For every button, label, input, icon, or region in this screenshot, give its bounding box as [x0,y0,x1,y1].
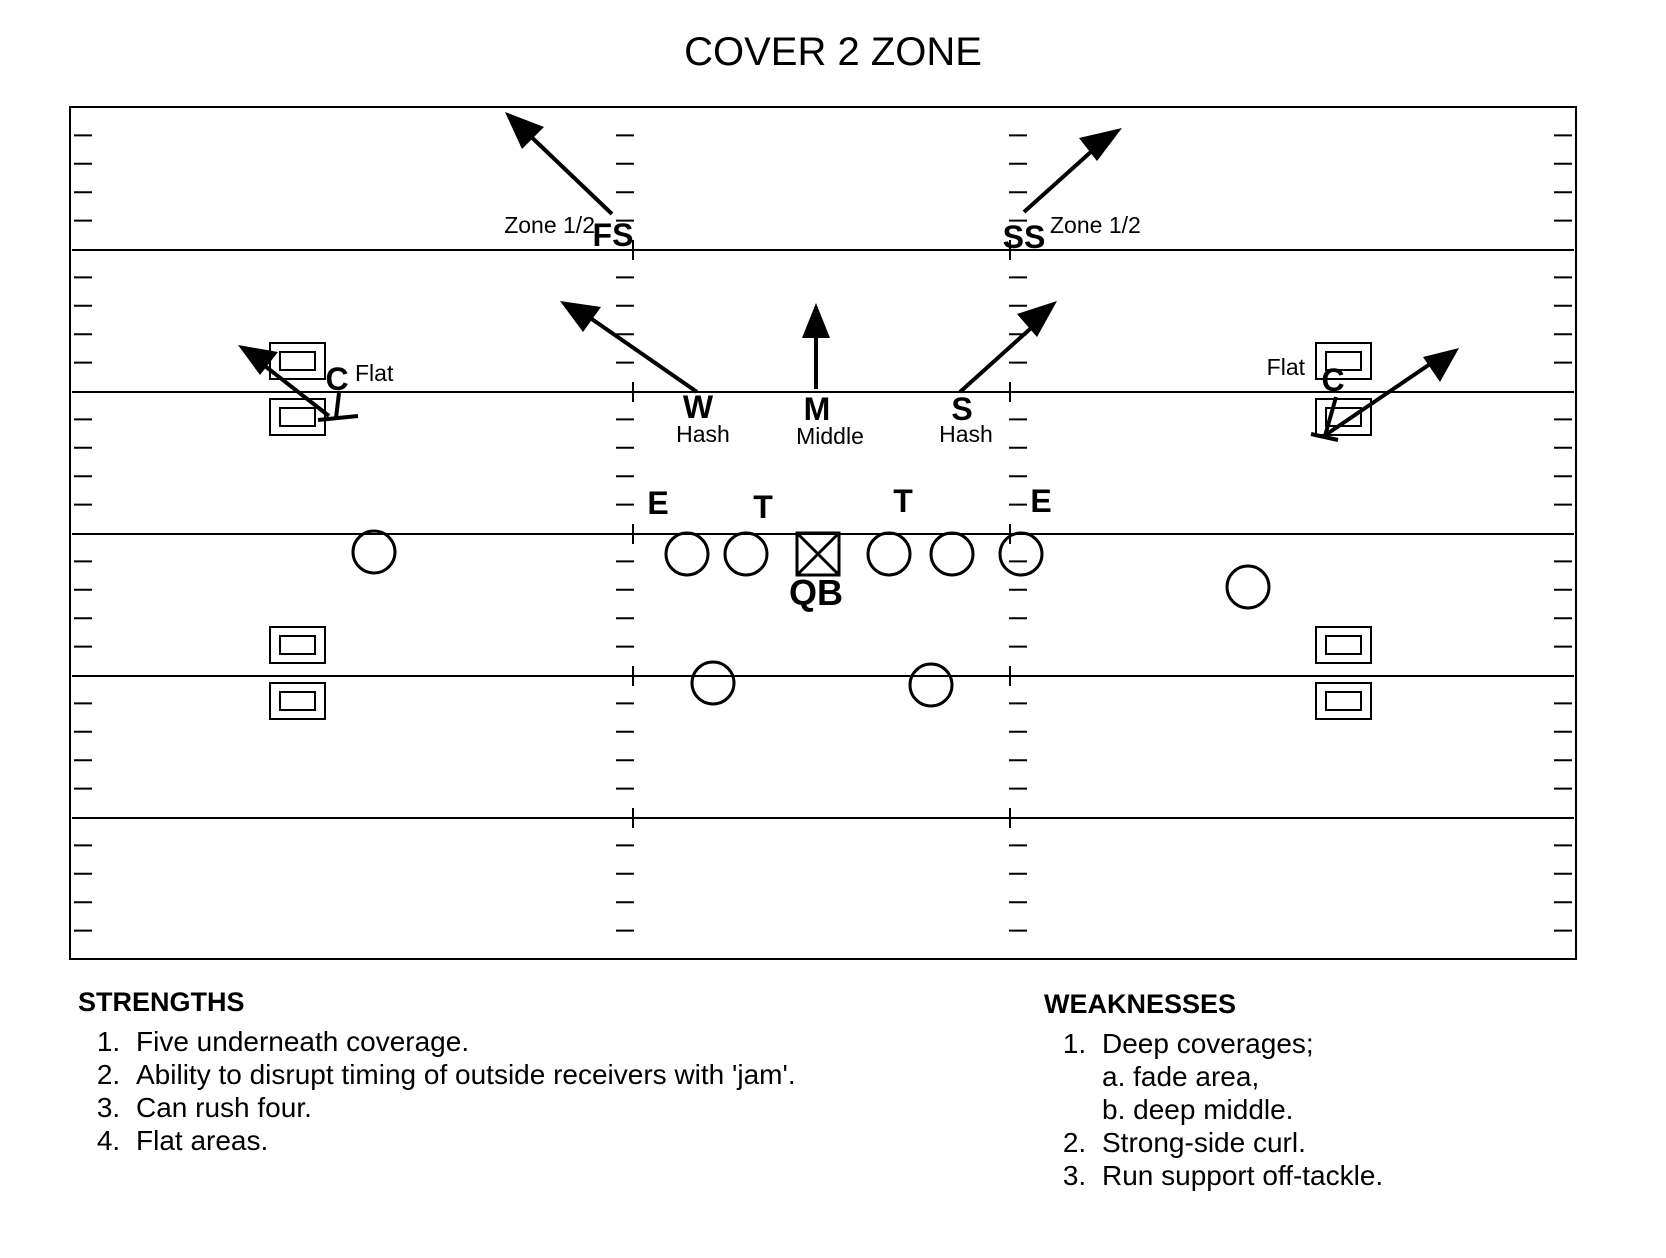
strengths-list: Five underneath coverage. Ability to dis… [78,1025,978,1157]
zone-label-s: Hash [939,421,993,447]
offensive-players [351,529,1271,708]
strength-item: Five underneath coverage. [128,1025,978,1058]
weaknesses-heading: WEAKNESSES [1044,989,1237,1019]
offense-lineman [866,531,912,577]
defender-s: S [951,391,972,427]
weaknesses-list: Deep coverages; a. fade area, b. deep mi… [1044,1027,1604,1192]
arrow-head [1079,128,1122,161]
zone-label-w: Hash [676,421,730,447]
receiver-box [1315,626,1372,664]
defender-c-left: C [325,361,348,397]
fs-route [521,127,614,216]
receiver-box [1315,682,1372,720]
c-right-route [1322,360,1435,438]
zone-label-ss: Zone 1/2 [1050,212,1141,238]
c-right-stem [1323,396,1338,437]
lineman-t-left: T [753,489,773,525]
defender-m: M [804,391,831,427]
c-right-jam [1310,432,1339,442]
yard-lines [72,249,1574,819]
receiver-box [1315,342,1372,380]
strength-item: Ability to disrupt timing of outside rec… [128,1058,978,1091]
strength-item: Can rush four. [128,1091,978,1124]
w-route [584,313,699,394]
weakness-item: Run support off-tackle. [1094,1159,1604,1192]
arrow-head [560,301,601,332]
offense-lineman [664,531,710,577]
weakness-item: Deep coverages; a. fade area, b. deep mi… [1094,1027,1604,1126]
zone-label-c-right: Flat [1267,354,1306,380]
receiver-boxes [269,342,1372,720]
center-box [795,531,841,577]
strength-item: Flat areas. [128,1124,978,1157]
weakness-item: Strong-side curl. [1094,1126,1604,1159]
offense-tight-end [998,531,1044,577]
offense-back [908,662,954,708]
receiver-box [1315,398,1372,436]
weakness-item-text: Deep coverages; [1102,1028,1314,1059]
arrow-head [505,112,544,149]
lineman-t-right: T [893,483,913,519]
ss-route [1022,139,1105,214]
field-border [69,106,1577,960]
receiver-box [269,342,326,380]
arrow-heads [238,112,1459,382]
strengths-section: STRENGTHS Five underneath coverage. Abil… [78,986,978,1157]
hash-marks [74,134,1572,932]
arrow-head [238,345,278,375]
lineman-e-right: E [1030,483,1051,519]
arrow-head [1017,301,1057,337]
offense-lineman [723,531,769,577]
receiver-box [269,682,326,720]
receiver-box [269,398,326,436]
zone-label-fs: Zone 1/2 [504,212,595,238]
defender-w: W [683,389,714,425]
c-left-route [254,357,331,418]
s-route [958,318,1042,394]
weakness-subitem: b. deep middle. [1102,1094,1294,1125]
c-left-stem [334,392,341,419]
weakness-subitem: a. fade area, [1102,1061,1260,1092]
coverage-arrows [254,127,1435,442]
zone-label-c-left: Flat [355,360,394,386]
defender-labels: FS SS W M S C C Zone 1/2 Zone 1/2 Hash M… [325,212,1344,613]
weaknesses-section: WEAKNESSES Deep coverages; a. fade area,… [1044,988,1604,1192]
strengths-heading: STRENGTHS [78,987,245,1017]
diagram-title: COVER 2 ZONE [684,30,982,74]
defender-c-right: C [1321,362,1344,398]
offense-back [690,660,736,706]
offense-receiver-left [351,529,397,575]
zone-label-m: Middle [796,423,864,449]
offense-lineman [929,531,975,577]
defender-ss: SS [1003,219,1046,255]
defender-fs: FS [593,217,634,253]
arrow-head [802,303,830,338]
receiver-box [269,626,326,664]
offense-receiver-right [1225,564,1271,610]
lineman-e-left: E [647,485,668,521]
arrow-head [1423,348,1459,382]
qb-label: QB [789,572,843,613]
